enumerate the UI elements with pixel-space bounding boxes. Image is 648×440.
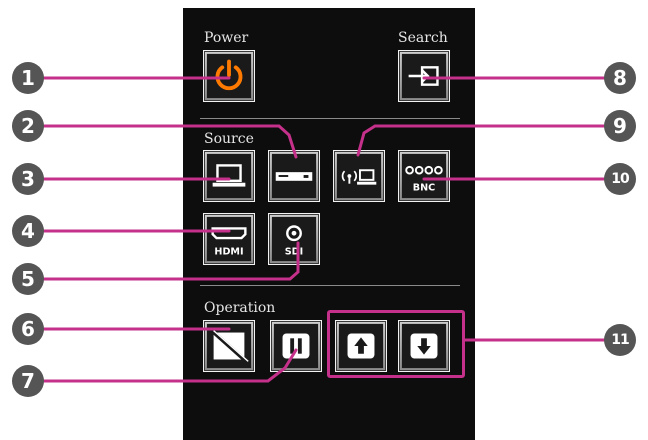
callout-6: 6 xyxy=(12,313,44,345)
bnc-label: BNC xyxy=(413,182,435,193)
av-mute-icon xyxy=(206,323,252,369)
callout-7: 7 xyxy=(12,365,44,397)
callout-3: 3 xyxy=(12,163,44,195)
hdmi-source-button[interactable]: HDMI xyxy=(203,213,255,265)
sdi-connector-icon: SDI xyxy=(271,216,317,262)
video-player-icon xyxy=(271,153,317,199)
callout-9: 9 xyxy=(604,110,636,142)
bnc-source-button[interactable]: BNC xyxy=(398,150,450,202)
power-button[interactable] xyxy=(203,50,255,102)
callout-5: 5 xyxy=(12,263,44,295)
operation-section-label: Operation xyxy=(204,300,276,316)
sdi-source-button[interactable]: SDI xyxy=(268,213,320,265)
divider-bottom xyxy=(200,285,460,286)
hdmi-label: HDMI xyxy=(214,246,243,257)
page-up-button[interactable] xyxy=(335,320,387,372)
computer-icon xyxy=(206,153,252,199)
source-section-label: Source xyxy=(204,131,254,147)
callout-1: 1 xyxy=(12,62,44,94)
search-button[interactable] xyxy=(398,50,450,102)
page-buttons-bracket xyxy=(327,310,465,378)
power-icon xyxy=(206,53,252,99)
callout-8: 8 xyxy=(604,62,636,94)
callout-11: 11 xyxy=(604,324,636,356)
sdi-label: SDI xyxy=(285,246,303,257)
network-source-button[interactable] xyxy=(333,150,385,202)
page-down-button[interactable] xyxy=(398,320,450,372)
callout-10: 10 xyxy=(604,163,636,195)
network-computer-icon xyxy=(336,153,382,199)
hdmi-connector-icon: HDMI xyxy=(206,216,252,262)
page-down-icon xyxy=(401,323,447,369)
video-source-button[interactable] xyxy=(268,150,320,202)
search-section-label: Search xyxy=(398,30,448,46)
callout-4: 4 xyxy=(12,215,44,247)
bnc-connector-icon: BNC xyxy=(401,153,447,199)
callout-2: 2 xyxy=(12,110,44,142)
source-search-icon xyxy=(401,53,447,99)
computer-source-button[interactable] xyxy=(203,150,255,202)
divider-top xyxy=(200,118,460,119)
power-section-label: Power xyxy=(204,30,249,46)
freeze-button[interactable] xyxy=(270,320,322,372)
page-up-icon xyxy=(338,323,384,369)
freeze-icon xyxy=(273,323,319,369)
